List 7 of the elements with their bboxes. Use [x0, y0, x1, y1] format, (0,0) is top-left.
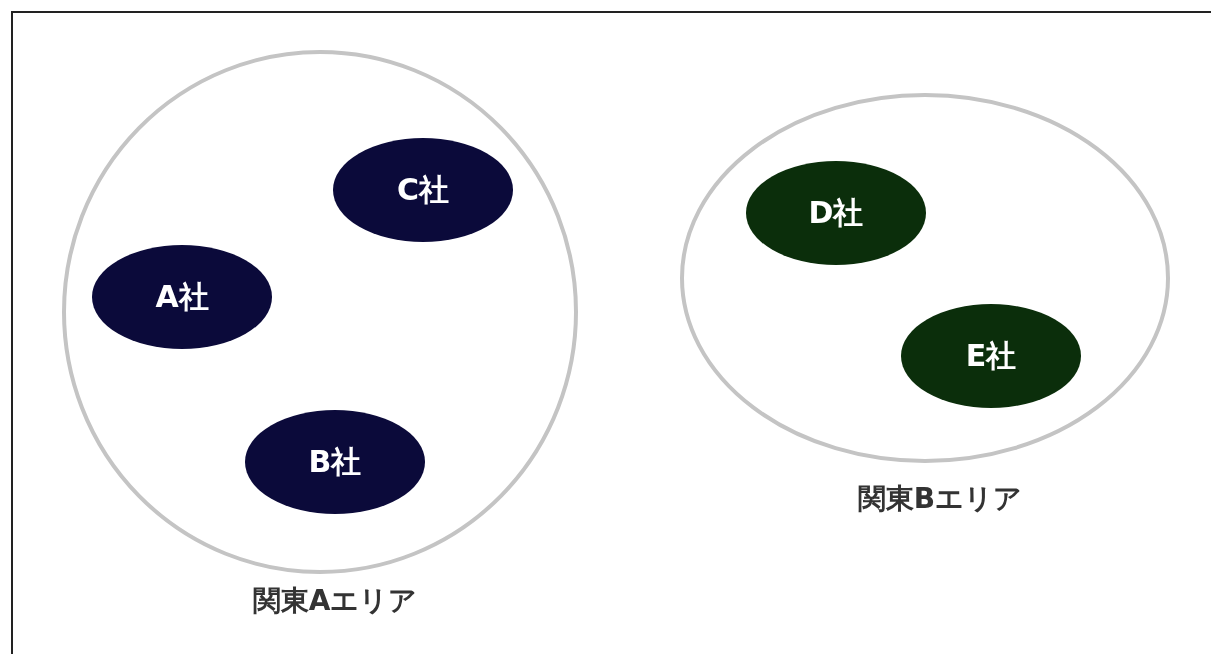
company-label: D社 [808, 193, 864, 232]
area-label: 関東Aエリア [252, 583, 418, 619]
company-label: B社 [308, 442, 362, 481]
company-label: C社 [397, 170, 449, 209]
area-label: 関東Bエリア [857, 481, 1023, 517]
company-label: A社 [155, 277, 209, 316]
company-label: E社 [965, 336, 1017, 375]
